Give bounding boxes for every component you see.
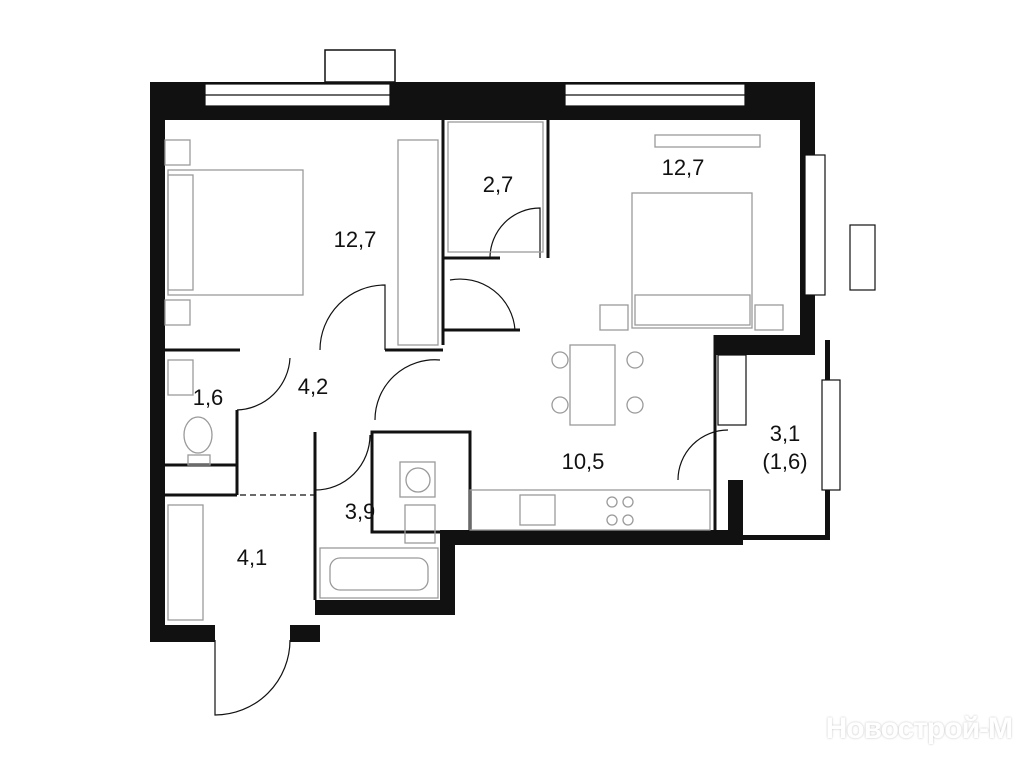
- bed-left: [167, 169, 304, 296]
- wardrobe-left: [397, 139, 439, 346]
- ac-unit: [654, 134, 761, 148]
- room-area-toilet: 1,6: [192, 385, 224, 410]
- room-area-bedroom-right: 12,7: [661, 155, 705, 180]
- doors: [214, 207, 729, 716]
- room-area-kitchen: 10,5: [561, 449, 605, 474]
- toilet-bowl: [183, 416, 213, 454]
- furniture: [164, 121, 784, 621]
- room-area-balcony: 3,1 (1,6): [762, 420, 807, 476]
- room-area-bathroom: 3,9: [344, 499, 376, 524]
- hall-wardrobe: [167, 504, 204, 621]
- washing-machine: [399, 461, 436, 498]
- windows: [204, 83, 876, 491]
- wardrobe-closet: [447, 121, 544, 253]
- kitchen-counter: [469, 489, 711, 531]
- watermark: Новострой-М: [825, 712, 1013, 745]
- kitchen-sink: [519, 494, 556, 526]
- bed-right: [631, 192, 753, 329]
- interior-partitions: [165, 120, 717, 600]
- room-area-wardrobe: 2,7: [482, 172, 514, 197]
- room-area-hall: 4,1: [236, 545, 268, 570]
- dining-table: [569, 344, 616, 426]
- room-area-bedroom-left: 12,7: [333, 227, 377, 252]
- bathtub: [319, 547, 439, 599]
- toilet-sink: [167, 359, 194, 396]
- bathroom-sink: [404, 504, 436, 544]
- room-area-corridor: 4,2: [297, 374, 329, 399]
- balcony-area: 3,1: [769, 421, 801, 446]
- balcony-area-reduced: (1,6): [762, 449, 808, 474]
